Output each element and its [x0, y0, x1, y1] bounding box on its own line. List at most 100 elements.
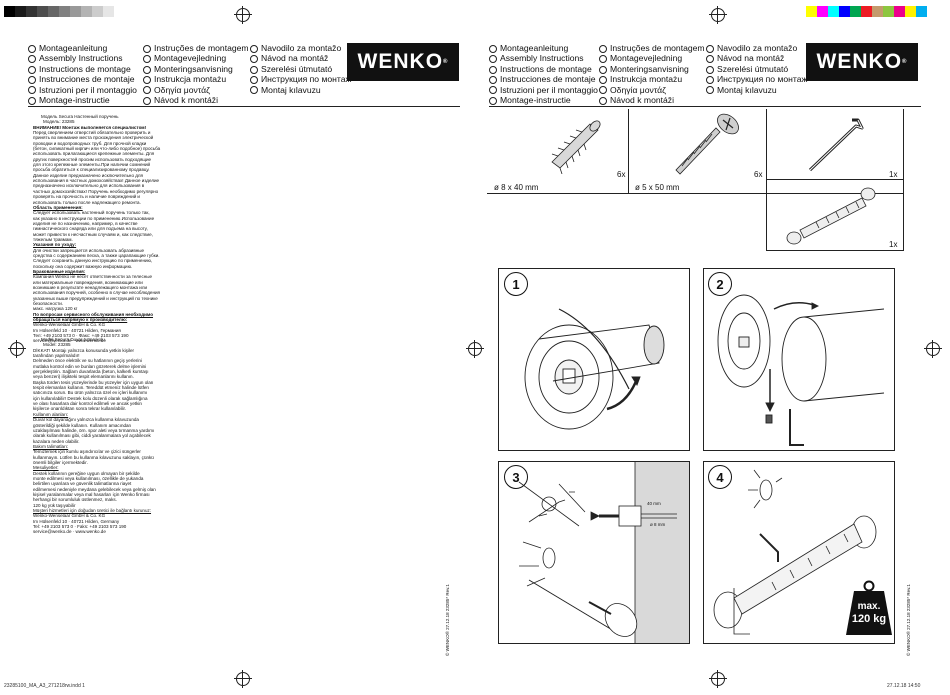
- footer-date: 27.12.18 14:50: [887, 683, 921, 689]
- text-line: veya benzeri) ilişikteki tespit elemanla…: [33, 374, 134, 380]
- text-line: Следует использовать настенный поручень …: [33, 210, 150, 216]
- text-line: Duvar kol dayanağını yalnızca kullanma k…: [33, 417, 139, 423]
- color-swatch: [828, 6, 839, 17]
- language-item: Instruções de montagem: [143, 43, 249, 53]
- text-line: için kullanılabilir! Destek kolu düzenli…: [33, 395, 148, 401]
- drill-depth-label: 40 mm: [647, 501, 661, 506]
- text-line: service@wenko.de · www.wenko.de: [33, 338, 106, 344]
- flag-icon: [489, 96, 497, 105]
- text-line: предназначено исключительно для использо…: [33, 183, 145, 189]
- text-line: satıcınıza sorun. Bu ürün yalnızca özel …: [33, 390, 148, 396]
- flag-icon: [143, 96, 151, 105]
- screw-size: ø 5 x 50 mm: [635, 183, 680, 192]
- flag-icon: [489, 86, 497, 95]
- color-swatch: [4, 6, 15, 17]
- wenko-logo-right: WENKO®: [806, 43, 918, 81]
- language-item: Assembly Instructions: [489, 53, 598, 63]
- language-item: Návod k montáži: [143, 95, 249, 105]
- text-line: gösterildiği şekilde kullanın. Kullanım …: [33, 422, 132, 428]
- language-item: Montagevejledning: [143, 53, 249, 63]
- language-item: Istruzioni per il montaggio: [489, 85, 598, 95]
- text-line: monte edilmesi veya kullanılması, özelli…: [33, 475, 144, 481]
- registration-mark-top-right: [709, 6, 727, 24]
- text-line: Компания Wenko не несет ответственности …: [33, 274, 153, 280]
- max-label: max.: [857, 601, 881, 612]
- flag-icon: [599, 96, 607, 105]
- language-item: Szerelési útmutató: [706, 64, 807, 74]
- step-4-number: 4: [708, 465, 732, 489]
- text-line: edilmemesi nedeniyle meydana gelebilecek…: [33, 486, 156, 492]
- color-swatch: [114, 6, 125, 17]
- color-swatch: [839, 6, 850, 17]
- step-1-illustration: [524, 308, 665, 430]
- rail-part-box: [766, 179, 904, 251]
- max-load-label: max. 120 kg: [846, 601, 892, 625]
- language-item: Instructions de montage: [489, 64, 598, 74]
- text-line: 120 kg yük taşıyabilir: [33, 502, 76, 508]
- flag-icon: [250, 75, 258, 84]
- text-line: Wenko-Wenselaar GmbH & Co. KG: [33, 513, 106, 519]
- text-line: для этого крепежные элементы.При наличии…: [33, 162, 151, 168]
- load-value: 120 kg: [851, 613, 887, 625]
- language-item: Monteringsanvisning: [143, 64, 249, 74]
- color-swatch: [806, 6, 817, 17]
- color-swatch: [81, 6, 92, 17]
- color-swatch: [48, 6, 59, 17]
- ru-heading-2: Модель: 23285: [43, 119, 75, 125]
- text-line: Wenko-Wenselaar GmbH & Co. KG: [33, 322, 106, 328]
- dowel-size: ø 8 x 40 mm: [494, 183, 539, 192]
- flag-icon: [250, 55, 258, 64]
- flag-icon: [250, 44, 258, 53]
- screw-illustration: [675, 113, 739, 175]
- text-line: других поверхностей просим использовать …: [33, 156, 152, 162]
- dowel-qty: 6x: [617, 170, 626, 179]
- language-item: Montageanleitung: [489, 43, 598, 53]
- text-line: Данное изделие предназначено исключитель…: [33, 172, 144, 178]
- language-item: Montaj kılavuzu: [706, 85, 807, 95]
- language-item: Istruzioni per il montaggio: [28, 85, 137, 95]
- text-line: использовать только после надлежащего ре…: [33, 199, 141, 205]
- language-item: Návod na montáž: [250, 53, 351, 63]
- text-line: Следует сохранить данную инструкцию по п…: [33, 258, 153, 264]
- text-line: Kullanım alanları:: [33, 411, 69, 417]
- rail-qty: 1x: [889, 240, 898, 249]
- flag-icon: [599, 55, 607, 64]
- language-item: Οδηγία μοντάζ: [143, 85, 249, 95]
- text-line: (бетон, силикатный кирпич или что-либо п…: [33, 146, 161, 152]
- text-line: макс. нагрузка 120 кг: [33, 306, 78, 312]
- text-line: проверять на прочность и наличие поврежд…: [33, 194, 140, 200]
- text-line: гимнастического снаряда или для подъема …: [33, 226, 148, 232]
- text-line: ВНИМАНИЕ! Монтаж выполняется специалисто…: [33, 124, 147, 130]
- turkish-instructions: Model Secura Duvar tutma kolu Model: 232…: [33, 337, 183, 535]
- flag-icon: [28, 44, 36, 53]
- ru-heading-1: Модель Secura Настенный поручень: [41, 114, 119, 119]
- registration-mark-bottom-right: [709, 670, 727, 688]
- text-line: проводки и водопроводных труб. Для прочн…: [33, 140, 147, 146]
- step-2-panel: [703, 268, 895, 451]
- color-swatch: [894, 6, 905, 17]
- flag-icon: [706, 86, 714, 95]
- language-item: Инструкция по монтаж: [706, 74, 807, 84]
- text-line: Im Hülsenfeld 10 · 40721 Hilden, Germany: [33, 518, 120, 524]
- color-swatch: [850, 6, 861, 17]
- color-swatch: [103, 6, 114, 17]
- flag-icon: [599, 86, 607, 95]
- text-line: указанных выше предупреждений и инструкц…: [33, 295, 158, 301]
- hex-key-illustration: [808, 118, 864, 172]
- flag-icon: [250, 86, 258, 95]
- color-swatch: [861, 6, 872, 17]
- language-item: Οδηγία μοντάζ: [599, 85, 705, 95]
- parts-panel: [487, 109, 904, 194]
- step-4-panel: [703, 461, 895, 644]
- text-line: DİKKAT! Montajı yalnızca konusunda yetki…: [33, 347, 135, 353]
- color-swatch: [916, 6, 927, 17]
- parts-divider-1: [628, 109, 629, 194]
- text-line: Im Hülsenfeld 10 · 40721 Hilden, Германи…: [33, 327, 121, 333]
- text-line: использования поручней, особенно в случа…: [33, 290, 160, 296]
- language-item: Instrucciones de montaje: [28, 74, 137, 84]
